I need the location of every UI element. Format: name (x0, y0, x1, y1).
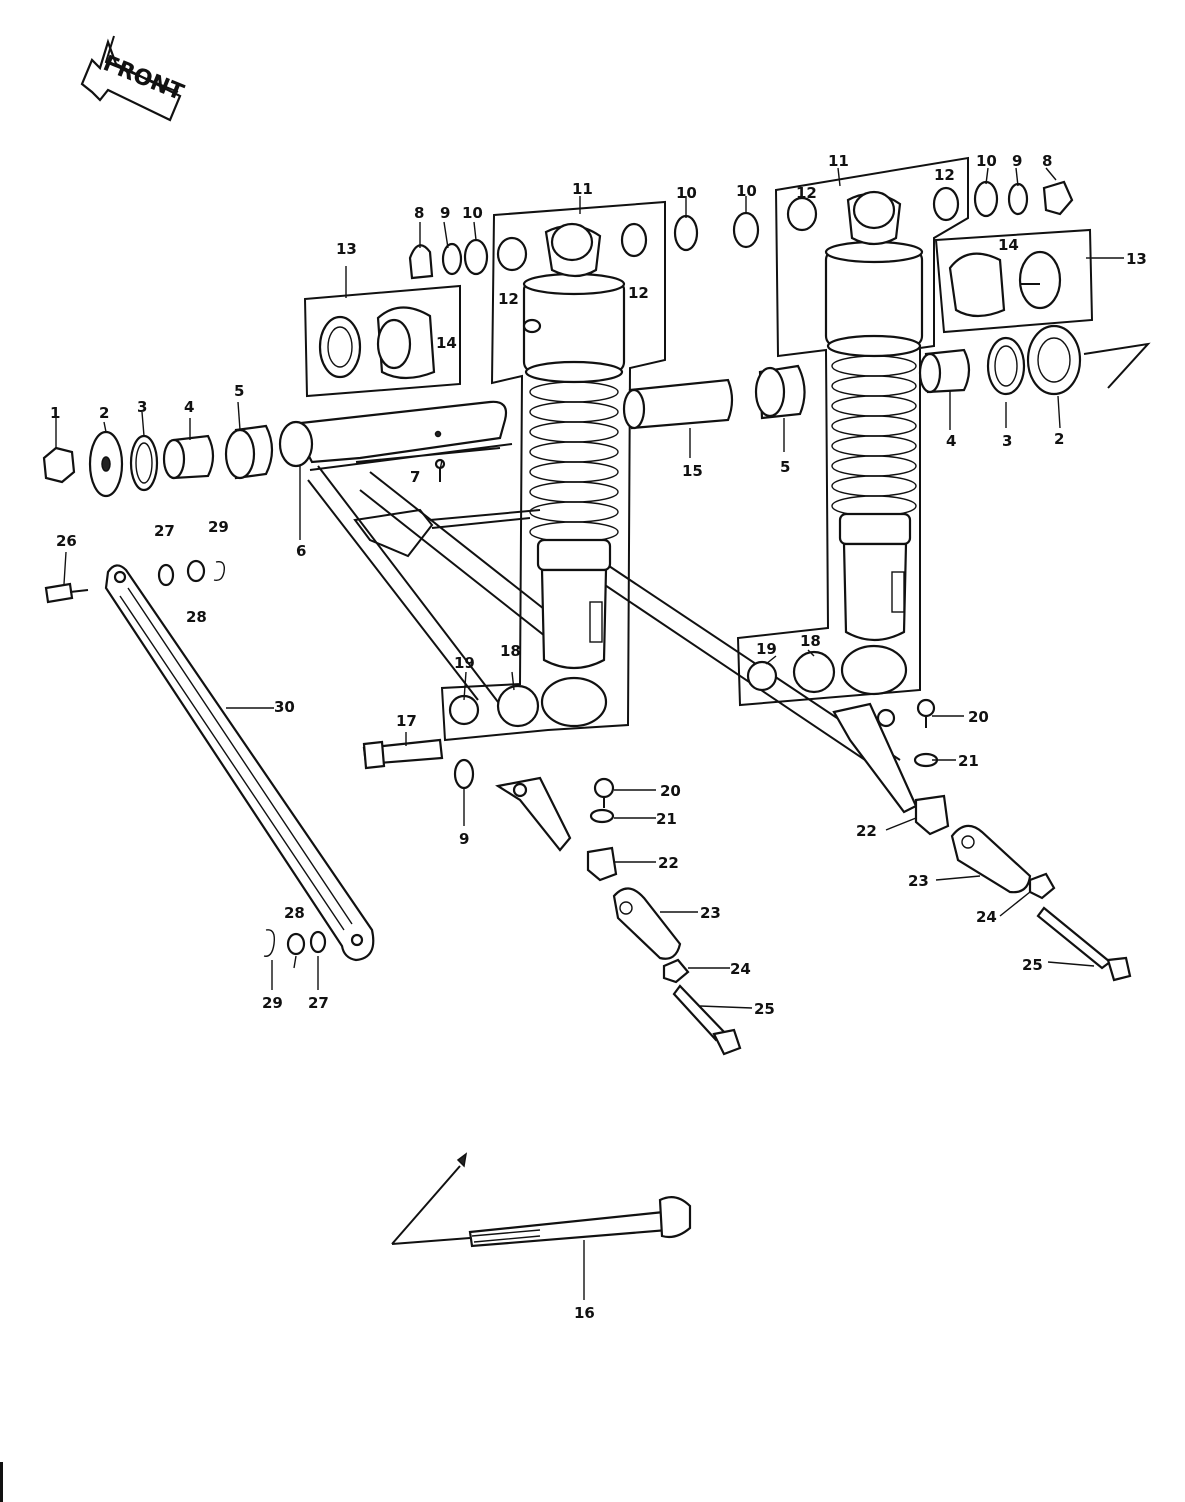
callout-18: 18 (500, 642, 521, 660)
callout-14: 14 (436, 334, 457, 352)
left-shock-absorber (522, 222, 626, 728)
left-cap-parts (318, 306, 436, 380)
torque-link-hardware (44, 559, 327, 957)
callout-10: 10 (976, 152, 997, 170)
callout-19: 19 (454, 654, 475, 672)
callout-30: 30 (274, 698, 295, 716)
callout-6: 6 (296, 542, 306, 560)
callout-20: 20 (660, 782, 681, 800)
callout-2: 2 (1054, 430, 1064, 448)
callout-4: 4 (946, 432, 956, 450)
callout-13: 13 (336, 240, 357, 258)
callout-17: 17 (396, 712, 417, 730)
right-shock-absorber (824, 190, 924, 696)
callout-10: 10 (462, 204, 483, 222)
callout-28: 28 (284, 904, 305, 922)
callout-2: 2 (99, 404, 109, 422)
callout-numbers: 1 2 3 4 5 6 7 8 9 10 11 12 12 13 14 15 5… (50, 152, 1147, 1322)
callout-12: 12 (498, 290, 519, 308)
callout-12: 12 (796, 184, 817, 202)
callout-18: 18 (800, 632, 821, 650)
callout-28: 28 (186, 608, 207, 626)
callout-27: 27 (308, 994, 329, 1012)
callout-12: 12 (628, 284, 649, 302)
swing-arm (278, 400, 901, 771)
left-top-hardware (408, 214, 699, 280)
callout-5: 5 (234, 382, 244, 400)
callout-4: 4 (184, 398, 194, 416)
callout-25: 25 (1022, 956, 1043, 974)
callout-21: 21 (958, 752, 979, 770)
left-shock-kit-outline (440, 200, 666, 742)
pivot-nut (42, 446, 76, 484)
edge-mark (0, 1462, 3, 1502)
callout-23: 23 (908, 872, 929, 890)
leader-lines (55, 167, 1124, 1300)
left-cap-kit-outline (303, 284, 461, 398)
callout-21: 21 (656, 810, 677, 828)
callout-13: 13 (1126, 250, 1147, 268)
lower-left-hardware (362, 684, 742, 1056)
lower-right-hardware (746, 650, 1132, 982)
callout-8: 8 (1042, 152, 1052, 170)
direction-arrow-icon (391, 342, 1151, 1245)
callout-3: 3 (1002, 432, 1012, 450)
callout-9: 9 (459, 830, 469, 848)
callout-11: 11 (828, 152, 849, 170)
callout-15: 15 (682, 462, 703, 480)
torque-link (104, 564, 375, 962)
callout-22: 22 (856, 822, 877, 840)
right-pivot-parts (622, 324, 1082, 430)
callout-22: 22 (658, 854, 679, 872)
right-shock-kit-outline (736, 156, 969, 707)
callout-11: 11 (572, 180, 593, 198)
callout-3: 3 (137, 398, 147, 416)
callout-1: 1 (50, 404, 60, 422)
front-arrow-icon: FRONT (80, 35, 187, 122)
pivot-seal (129, 434, 159, 492)
callout-10: 10 (676, 184, 697, 202)
rear-axle (468, 1195, 692, 1248)
callout-9: 9 (1012, 152, 1022, 170)
callout-20: 20 (968, 708, 989, 726)
callout-26: 26 (56, 532, 77, 550)
callout-29: 29 (208, 518, 229, 536)
callout-14: 14 (998, 236, 1019, 254)
callout-27: 27 (154, 522, 175, 540)
right-cap-parts (948, 250, 1062, 318)
right-top-hardware (732, 180, 1074, 249)
left-pivot-parts (42, 424, 446, 498)
callout-16: 16 (574, 1304, 595, 1322)
callout-10: 10 (736, 182, 757, 200)
callout-5: 5 (780, 458, 790, 476)
callout-19: 19 (756, 640, 777, 658)
callout-24: 24 (976, 908, 997, 926)
callout-8: 8 (414, 204, 424, 222)
callout-9: 9 (440, 204, 450, 222)
callout-23: 23 (700, 904, 721, 922)
callout-29: 29 (262, 994, 283, 1012)
callout-24: 24 (730, 960, 751, 978)
callout-25: 25 (754, 1000, 775, 1018)
callout-12: 12 (934, 166, 955, 184)
right-cap-kit-outline (934, 228, 1094, 334)
callout-7: 7 (410, 468, 420, 486)
